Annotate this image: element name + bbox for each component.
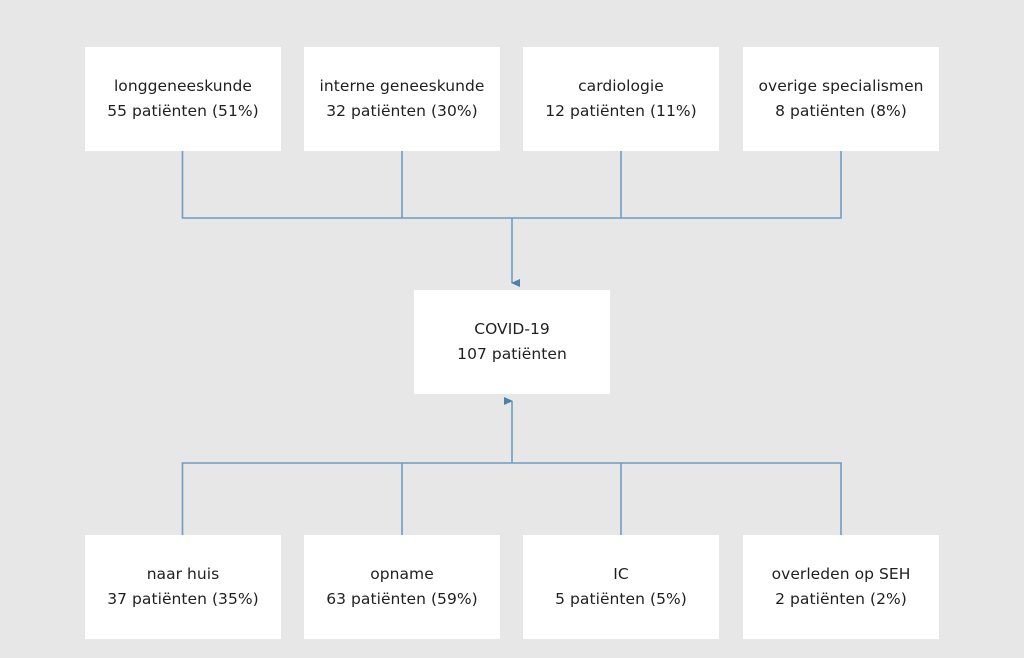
node-label: longgeneeskunde <box>113 77 253 95</box>
node-label: interne geneeskunde <box>319 77 485 95</box>
node-detail: 107 patiënten <box>457 345 567 363</box>
node-longgeneeskunde: longgeneeskunde 55 patiënten (51%) <box>85 47 281 151</box>
node-label: overige specialismen <box>758 77 924 95</box>
node-detail: 8 patiënten (8%) <box>775 102 907 120</box>
node-cardiologie: cardiologie 12 patiënten (11%) <box>523 47 719 151</box>
node-label: overleden op SEH <box>771 565 911 583</box>
outcome-connectors <box>181 462 842 535</box>
source-connectors <box>181 151 842 219</box>
node-naar-huis: naar huis 37 patiënten (35%) <box>85 535 281 639</box>
node-detail: 63 patiënten (59%) <box>326 590 478 608</box>
node-label: cardiologie <box>578 77 664 95</box>
node-ic: IC 5 patiënten (5%) <box>523 535 719 639</box>
node-overleden-op-seh: overleden op SEH 2 patiënten (2%) <box>743 535 939 639</box>
node-label: IC <box>613 565 629 583</box>
node-detail: 32 patiënten (30%) <box>326 102 478 120</box>
node-label: opname <box>370 565 434 583</box>
node-covid-19: COVID-19 107 patiënten <box>414 290 610 394</box>
node-interne-geneeskunde: interne geneeskunde 32 patiënten (30%) <box>304 47 500 151</box>
node-overige-specialismen: overige specialismen 8 patiënten (8%) <box>743 47 939 151</box>
node-detail: 12 patiënten (11%) <box>545 102 697 120</box>
node-detail: 5 patiënten (5%) <box>555 590 687 608</box>
node-opname: opname 63 patiënten (59%) <box>304 535 500 639</box>
node-detail: 2 patiënten (2%) <box>775 590 907 608</box>
node-label: naar huis <box>146 565 220 583</box>
node-detail: 37 patiënten (35%) <box>107 590 259 608</box>
node-label: COVID-19 <box>474 320 550 338</box>
node-detail: 55 patiënten (51%) <box>107 102 259 120</box>
